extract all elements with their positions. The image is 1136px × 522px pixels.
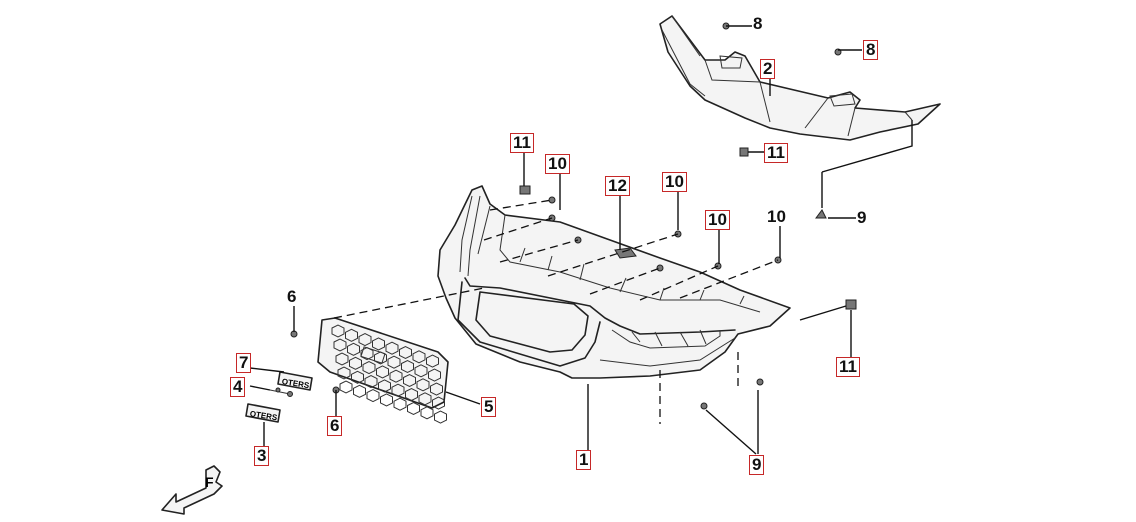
grille-cell bbox=[401, 359, 414, 374]
callout-12: 12 bbox=[605, 176, 630, 196]
grille-cell bbox=[391, 383, 405, 397]
grille-cell bbox=[416, 378, 430, 392]
grille-cell bbox=[407, 401, 420, 416]
callout-1: 1 bbox=[576, 450, 592, 470]
grille-cell bbox=[387, 355, 401, 369]
front-bumper-part bbox=[437, 185, 791, 379]
emblem-3-text: OTERS bbox=[249, 409, 278, 422]
callout-2: 2 bbox=[760, 59, 776, 79]
callout-11-top: 11 bbox=[764, 143, 788, 163]
grille-cell bbox=[358, 333, 372, 347]
grille-cell bbox=[428, 368, 441, 382]
callout-11-right: 11 bbox=[836, 357, 860, 377]
grille-cell bbox=[376, 365, 389, 379]
callout-9-bottom: 9 bbox=[749, 455, 765, 475]
grille-cell bbox=[403, 373, 416, 388]
grille-cell bbox=[331, 324, 345, 338]
front-direction-marker: F bbox=[161, 465, 223, 515]
alignment-lines bbox=[333, 199, 779, 424]
callout-7: 7 bbox=[236, 353, 252, 373]
grille-cell bbox=[335, 352, 349, 366]
grille-mesh-part bbox=[317, 317, 449, 424]
grille-cell bbox=[339, 380, 353, 394]
grille-cell bbox=[414, 364, 428, 378]
callout-8-left: 8 bbox=[753, 14, 763, 33]
leader-lines bbox=[249, 25, 913, 455]
grille-cell bbox=[434, 410, 447, 424]
callout-10-a: 10 bbox=[545, 154, 570, 174]
grille-cell bbox=[389, 369, 403, 383]
callout-10-b: 10 bbox=[662, 172, 687, 192]
callout-6-bottom: 6 bbox=[327, 416, 343, 436]
grille-cell bbox=[372, 337, 385, 351]
grille-cell bbox=[349, 356, 362, 370]
grille-cell bbox=[385, 341, 399, 355]
grille-cell bbox=[347, 342, 360, 356]
callout-3: 3 bbox=[254, 446, 270, 466]
grille-cell bbox=[366, 389, 380, 403]
grille-cell bbox=[364, 375, 378, 389]
front-marker-text: F bbox=[205, 474, 214, 490]
grille-cell bbox=[430, 382, 443, 396]
grille-cell bbox=[405, 387, 418, 402]
upper-visor-part bbox=[659, 15, 941, 141]
grille-cell bbox=[420, 406, 434, 420]
grille-cell bbox=[351, 370, 364, 384]
grille-cell bbox=[337, 366, 351, 380]
grille-cell bbox=[353, 384, 366, 398]
grille-cell bbox=[393, 397, 407, 411]
grille-cell bbox=[432, 396, 445, 410]
callout-4: 4 bbox=[230, 377, 246, 397]
callout-11-left: 11 bbox=[510, 133, 534, 153]
grille-cell bbox=[333, 338, 347, 352]
grille-cell bbox=[362, 361, 376, 375]
emblem-parts: OTERS OTERS bbox=[245, 371, 313, 423]
grille-cell bbox=[345, 328, 358, 342]
grille-cell bbox=[380, 393, 393, 407]
grille-cell bbox=[399, 345, 412, 360]
grille-cell bbox=[378, 379, 391, 393]
grille-cell bbox=[418, 392, 432, 406]
callout-10-c: 10 bbox=[705, 210, 730, 230]
grille-cell bbox=[426, 354, 439, 368]
callout-6-top: 6 bbox=[287, 287, 297, 306]
callout-8-right: 8 bbox=[863, 40, 879, 60]
emblem-7-text: OTERS bbox=[281, 377, 310, 390]
callout-10-d: 10 bbox=[767, 207, 786, 226]
callout-5: 5 bbox=[481, 397, 497, 417]
grille-cell bbox=[412, 350, 426, 364]
callout-9-top: 9 bbox=[857, 208, 867, 227]
